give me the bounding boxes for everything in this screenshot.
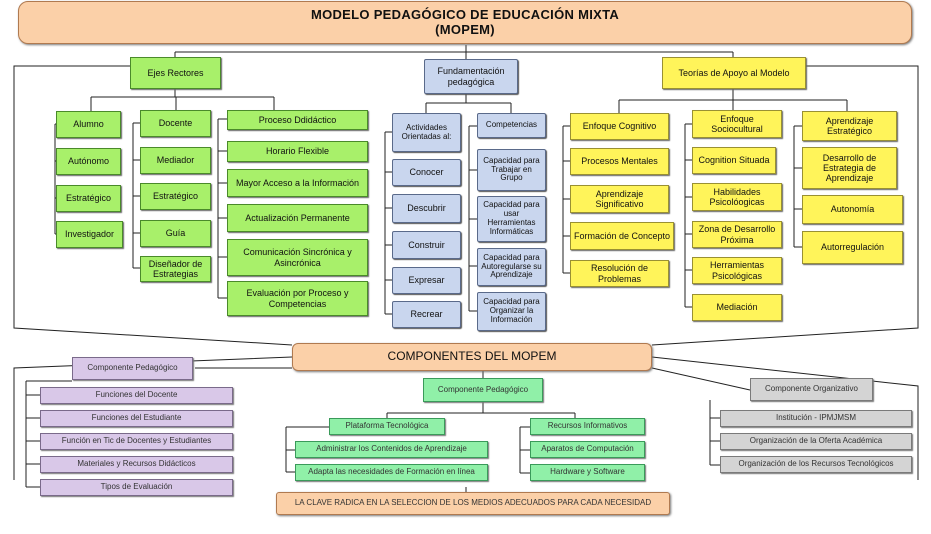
model-title: MODELO PEDAGÓGICO DE EDUCACIÓN MIXTA (MO…: [18, 1, 912, 44]
teoria-enfoque-cognitivo: Enfoque Cognitivo: [570, 113, 669, 140]
actividad-construir: Construir: [392, 231, 461, 259]
hardware-software: Hardware y Software: [530, 464, 645, 481]
eje-comunicacion: Comunicación Sincrónica y Asincrónica: [227, 239, 368, 276]
eje-estrategico-docente: Estratégico: [140, 183, 211, 210]
actividad-expresar: Expresar: [392, 267, 461, 294]
organizacion-recursos: Organización de los Recursos Tecnológico…: [720, 456, 912, 473]
eje-mediador: Mediador: [140, 147, 211, 174]
organizativo-head: Componente Organizativo: [750, 378, 873, 401]
adapta-necesidades: Adapta las necesidades de Formación en l…: [295, 464, 488, 481]
teoria-procesos-mentales: Procesos Mentales: [570, 148, 669, 175]
materiales-recursos: Materiales y Recursos Didácticos: [40, 456, 233, 473]
teoria-autorregulacion: Autorregulación: [802, 231, 903, 264]
tipos-evaluacion: Tipos de Evaluación: [40, 479, 233, 496]
footer-note: LA CLAVE RADICA EN LA SELECCION DE LOS M…: [276, 492, 670, 515]
actividad-conocer: Conocer: [392, 159, 461, 186]
organizacion-oferta: Organización de la Oferta Académica: [720, 433, 912, 450]
fundamentacion-box: Fundamentación pedagógica: [424, 59, 518, 94]
eje-estrategico-alumno: Estratégico: [56, 185, 121, 212]
actividades-orientadas: Actividades Orientadas al:: [392, 113, 461, 152]
competencia-autoregularse: Capacidad para Autoregularse su Aprendiz…: [477, 248, 546, 286]
eje-actualizacion: Actualización Permanente: [227, 204, 368, 232]
competencia-trabajar-grupo: Capacidad para Trabajar en Grupo: [477, 149, 546, 191]
funciones-estudiante: Funciones del Estudiante: [40, 410, 233, 427]
teoria-resolucion-problemas: Resolución de Problemas: [570, 260, 669, 287]
eje-guia: Guía: [140, 220, 211, 247]
teoria-habilidades: Habilidades Psicolóogicas: [692, 183, 782, 211]
eje-docente: Docente: [140, 110, 211, 137]
teoria-mediacion: Mediación: [692, 294, 782, 321]
model-title-line1: MODELO PEDAGÓGICO DE EDUCACIÓN MIXTA: [310, 6, 620, 22]
funciones-docente: Funciones del Docente: [40, 387, 233, 404]
competencias-head: Competencias: [477, 113, 546, 138]
teoria-cognition-situada: Cognition Situada: [692, 147, 776, 174]
ejes-rectores-box: Ejes Rectores: [130, 57, 221, 89]
institucion: Institución - IPMJMSM: [720, 410, 912, 427]
teorias-box: Teorías de Apoyo al Modelo: [662, 57, 806, 89]
administrar-contenidos: Administrar los Contenidos de Aprendizaj…: [295, 441, 488, 458]
componentes-title: COMPONENTES DEL MOPEM: [292, 343, 652, 371]
teoria-aprendizaje-estrategico: Aprendizaje Estratégico: [802, 111, 897, 141]
eje-autonomo: Autónomo: [56, 148, 121, 175]
actividad-recrear: Recrear: [392, 301, 461, 328]
competencia-organizar: Capacidad para Organizar la Información: [477, 292, 546, 331]
model-title-line2: (MOPEM): [435, 21, 495, 37]
eje-disenador: Diseñador de Estrategias: [140, 256, 211, 282]
recursos-informativos: Recursos Informativos: [530, 418, 645, 435]
actividad-descubrir: Descubrir: [392, 194, 461, 223]
pedagogico-center-head: Componente Pedagógico: [423, 378, 543, 402]
eje-mayor-acceso: Mayor Acceso a la Información: [227, 169, 368, 197]
eje-alumno: Alumno: [56, 111, 121, 138]
eje-evaluacion: Evaluación por Proceso y Competencias: [227, 281, 368, 316]
eje-horario-flexible: Horario Flexible: [227, 141, 368, 162]
eje-proceso-didactico: Proceso Ddidáctico: [227, 110, 368, 130]
teoria-autonomia: Autonomía: [802, 195, 903, 224]
eje-investigador: Investigador: [56, 221, 123, 248]
teoria-formacion-concepto: Formación de Concepto: [570, 222, 674, 250]
funcion-tic: Función en Tic de Docentes y Estudiantes: [40, 433, 233, 450]
plataforma-tecnologica: Plataforma Tecnológica: [329, 418, 445, 435]
teoria-herramientas: Herramientas Psicológicas: [692, 257, 782, 284]
pedagogico-left-head: Componente Pedagógico: [72, 357, 193, 380]
competencia-herramientas: Capacidad para usar Herramientas Informá…: [477, 196, 546, 242]
aparatos-computacion: Aparatos de Computación: [530, 441, 645, 458]
teoria-aprendizaje-significativo: Aprendizaje Significativo: [570, 185, 669, 213]
teoria-desarrollo-estrategia: Desarrollo de Estrategia de Aprendizaje: [802, 147, 897, 189]
teoria-zona-desarrollo: Zona de Desarrollo Próxima: [692, 221, 782, 248]
teoria-enfoque-sociocultural: Enfoque Sociocultural: [692, 110, 782, 138]
